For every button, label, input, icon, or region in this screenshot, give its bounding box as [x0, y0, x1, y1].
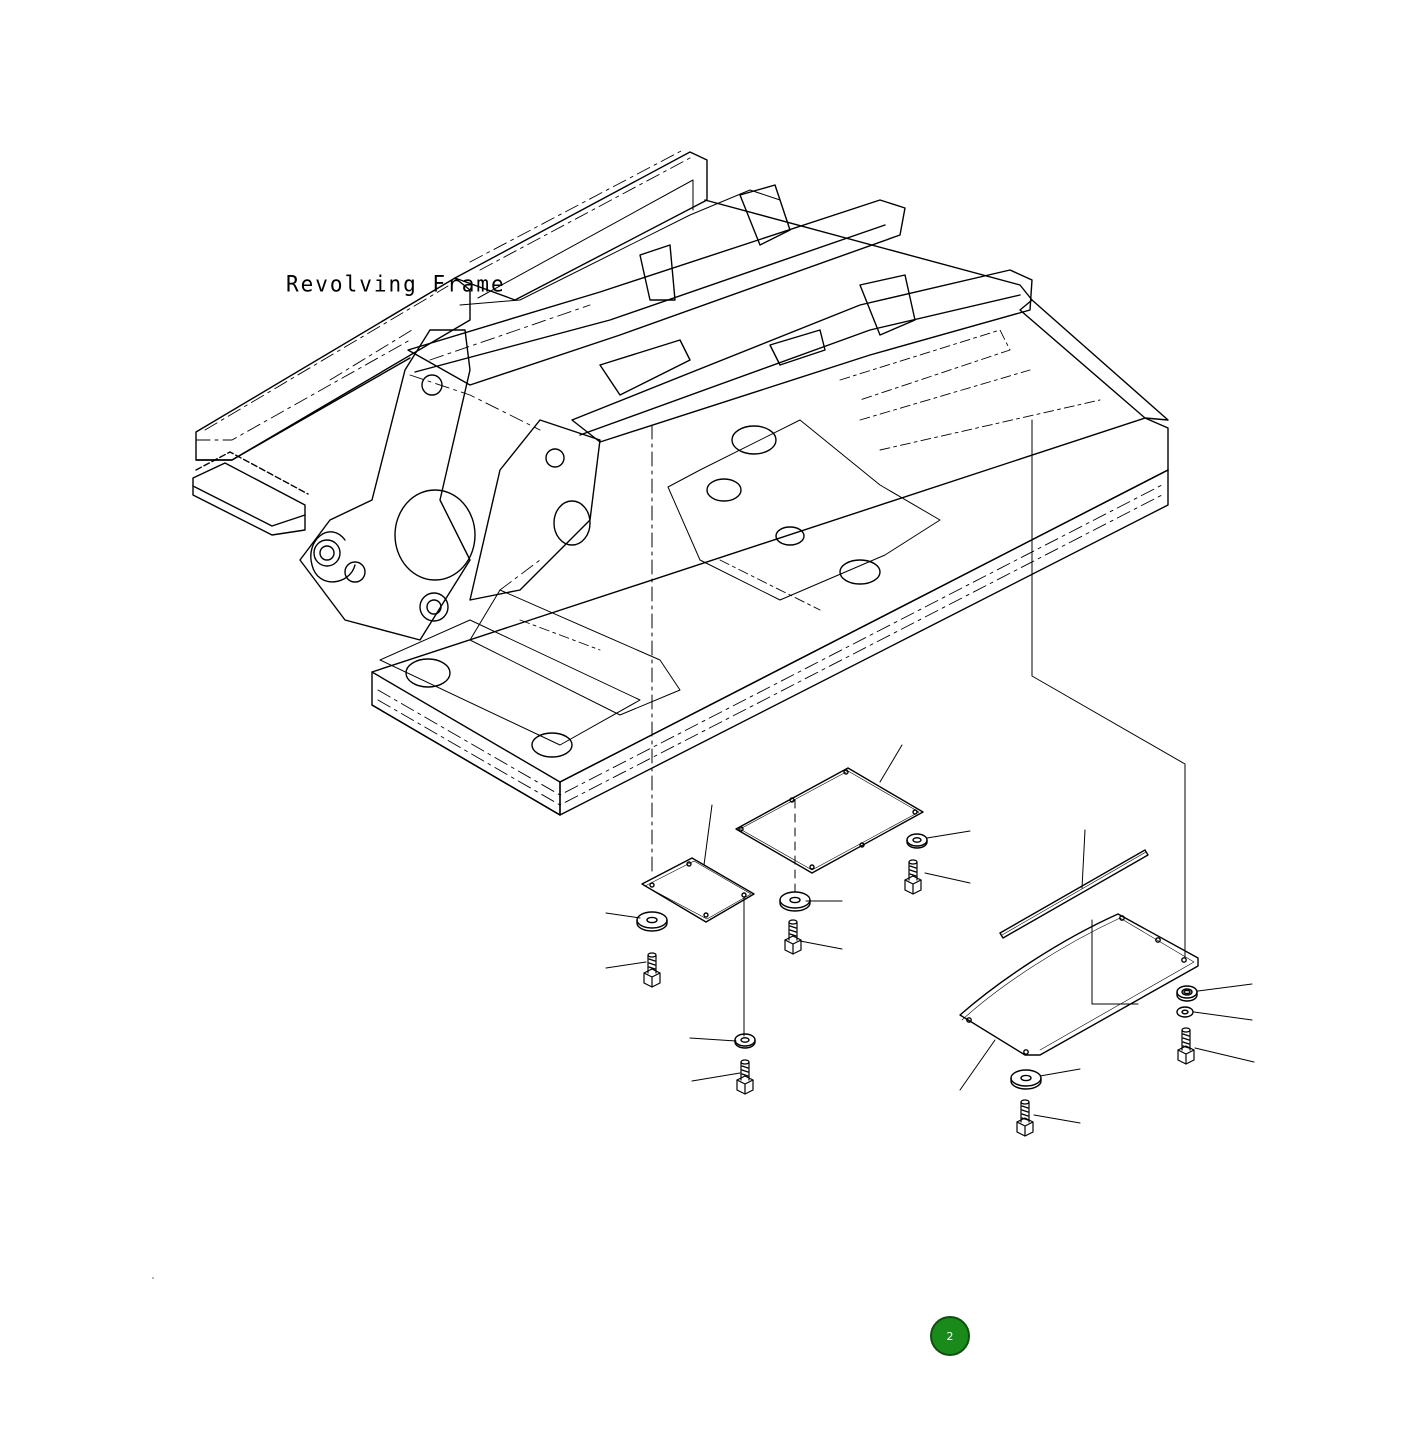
bolt	[644, 953, 660, 987]
washer	[1177, 986, 1197, 1001]
bolt	[785, 920, 801, 954]
alignment-lines	[652, 420, 1185, 1004]
speck	[152, 1277, 154, 1279]
bolt	[1017, 1100, 1033, 1136]
washers[interactable]	[637, 834, 1197, 1089]
callout-leaders	[606, 831, 1254, 1123]
cover-plate-small[interactable]	[642, 805, 754, 1036]
washer	[637, 912, 667, 931]
cover-plate-long[interactable]	[960, 914, 1198, 1090]
page-number-marker[interactable]: 2	[930, 1316, 970, 1356]
washer	[780, 892, 810, 911]
washer	[1011, 1070, 1041, 1089]
washer	[1177, 1007, 1193, 1017]
revolving-frame	[193, 150, 1168, 815]
cover-plate-large[interactable]	[736, 745, 923, 873]
washer	[907, 834, 927, 848]
bolts[interactable]	[644, 860, 1194, 1136]
bolt	[905, 860, 921, 894]
revolving-frame-label: Revolving Frame	[286, 271, 506, 297]
bolt	[1178, 1028, 1194, 1064]
bolt	[737, 1060, 753, 1094]
washer	[735, 1034, 755, 1048]
seal-strip[interactable]	[1000, 830, 1148, 938]
page-number-text: 2	[946, 1329, 954, 1343]
